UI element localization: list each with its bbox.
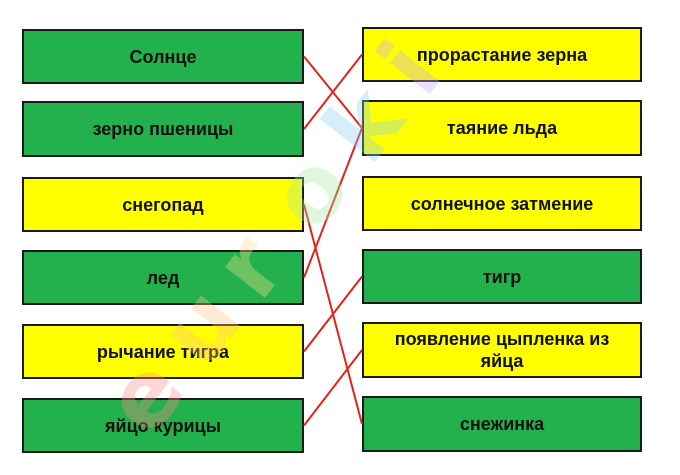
left-item-tiger-roar[interactable]: рычание тигра (22, 324, 304, 379)
left-item-label: зерно пшеницы (92, 119, 234, 139)
left-item-chicken-egg[interactable]: яйцо курицы (22, 398, 304, 453)
left-item-label: рычание тигра (96, 341, 230, 362)
left-item-label: яйцо курицы (105, 415, 221, 436)
right-item-tiger[interactable]: тигр (362, 249, 642, 304)
right-item-label: появление цыпленка из яйца (394, 329, 610, 371)
right-item-label: снежинка (459, 414, 545, 434)
left-item-ice[interactable]: лед (22, 250, 304, 305)
connection-line-0 (303, 55, 363, 129)
right-item-label: тигр (482, 266, 522, 287)
connection-line-4 (303, 275, 363, 353)
connection-line-3 (303, 127, 363, 278)
left-item-sun[interactable]: Солнце (22, 29, 304, 84)
right-item-label: солнечное затмение (410, 193, 594, 214)
right-item-grain-sprouting[interactable]: прорастание зерна (362, 27, 642, 82)
right-item-label: таяние льда (446, 118, 558, 138)
connection-line-2 (303, 204, 363, 425)
right-item-ice-melting[interactable]: таяние льда (362, 100, 642, 156)
right-item-chick-hatching[interactable]: появление цыпленка из яйца (362, 322, 642, 378)
connection-line-1 (303, 53, 363, 130)
right-item-snowflake[interactable]: снежинка (362, 396, 642, 452)
left-item-label: лед (146, 267, 180, 288)
left-item-wheat-grain[interactable]: зерно пшеницы (22, 101, 304, 157)
left-item-label: Солнце (129, 46, 197, 67)
right-item-solar-eclipse[interactable]: солнечное затмение (362, 176, 642, 231)
left-item-label: снегопад (122, 194, 204, 215)
right-item-label: прорастание зерна (416, 44, 588, 65)
left-item-snowfall[interactable]: снегопад (22, 177, 304, 232)
connection-line-5 (303, 349, 363, 427)
